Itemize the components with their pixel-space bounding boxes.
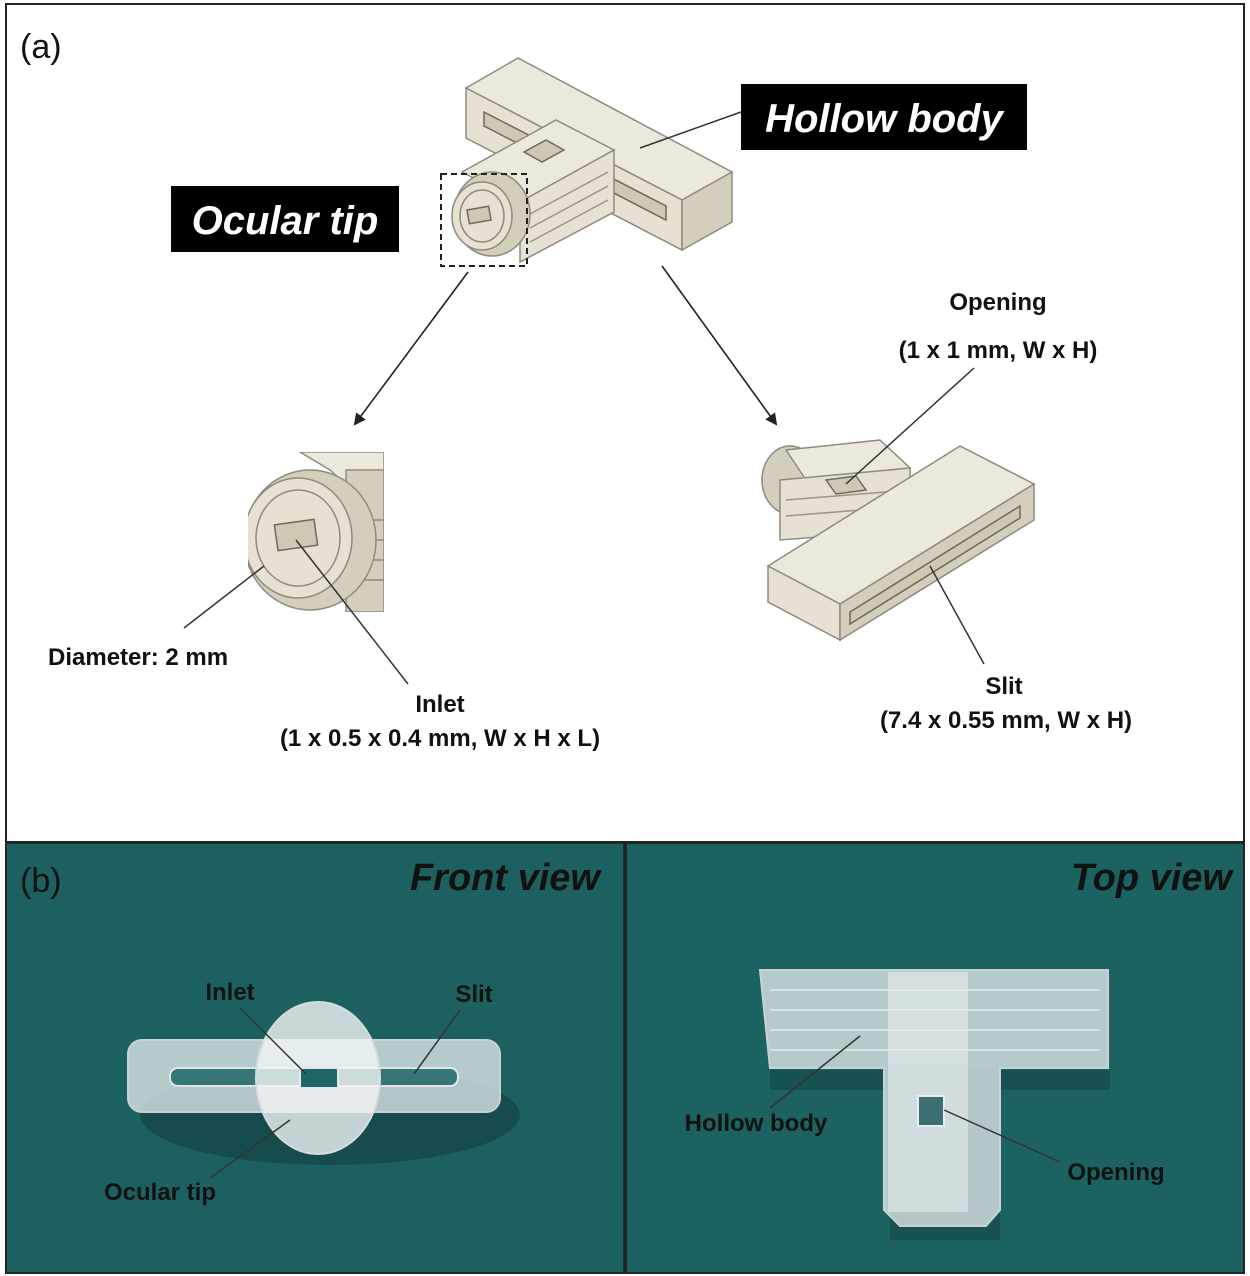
- panel-a-label: (a): [20, 28, 62, 66]
- arrow-to-back-view: [661, 265, 778, 426]
- opening-dims: (1 x 1 mm, W x H): [899, 337, 1098, 364]
- front-view-title: Front view: [410, 857, 602, 899]
- front-ocular-tip-leader: [209, 1119, 291, 1179]
- arrow-to-zoom-tip: [353, 271, 469, 426]
- inlet-title: Inlet: [415, 691, 464, 718]
- photo-front-view: Front view (b) Inlet Slit Ocular tip: [5, 842, 625, 1274]
- cad-zoom-ocular-tip: [248, 452, 384, 612]
- svg-text:Hollow body: Hollow body: [765, 97, 1005, 141]
- panel-b-label: (b): [20, 862, 62, 900]
- front-slit-leader: [413, 1009, 461, 1075]
- diameter-label: Diameter: 2 mm: [48, 644, 228, 671]
- top-opening-label: Opening: [1067, 1159, 1164, 1186]
- slit-title: Slit: [985, 673, 1022, 700]
- front-inlet-label: Inlet: [205, 979, 254, 1006]
- front-ocular-tip-label: Ocular tip: [104, 1179, 216, 1206]
- hollow-body-leader: [639, 111, 742, 149]
- tag-hollow-body: Hollow body: [741, 84, 1027, 150]
- slit-leader: [929, 565, 985, 665]
- panel-a: (a): [5, 3, 1245, 843]
- diameter-leader: [183, 565, 265, 629]
- front-inlet-leader: [239, 1007, 307, 1075]
- photo-top-view: Top view Hollow body Opening: [625, 842, 1245, 1274]
- svg-text:Ocular tip: Ocular tip: [192, 199, 379, 243]
- inlet-dims: (1 x 0.5 x 0.4 mm, W x H x L): [280, 725, 600, 752]
- front-slit-label: Slit: [455, 981, 492, 1008]
- opening-title: Opening: [949, 289, 1046, 316]
- inlet-leader: [295, 539, 409, 685]
- opening-leader: [845, 367, 975, 485]
- tag-ocular-tip: Ocular tip: [171, 186, 399, 252]
- top-opening: [917, 1095, 945, 1127]
- top-hollow-body-label: Hollow body: [685, 1110, 828, 1137]
- top-opening-leader: [943, 1109, 1061, 1163]
- cad-back-view: [761, 439, 1036, 642]
- top-view-title: Top view: [1071, 857, 1235, 899]
- slit-dims: (7.4 x 0.55 mm, W x H): [880, 707, 1132, 734]
- top-hollow-body-leader: [769, 1035, 861, 1109]
- panel-b: Front view (b) Inlet Slit Ocular tip: [5, 842, 1245, 1274]
- ocular-tip-highlight-box: [440, 173, 528, 267]
- cad-model-main: [451, 57, 734, 264]
